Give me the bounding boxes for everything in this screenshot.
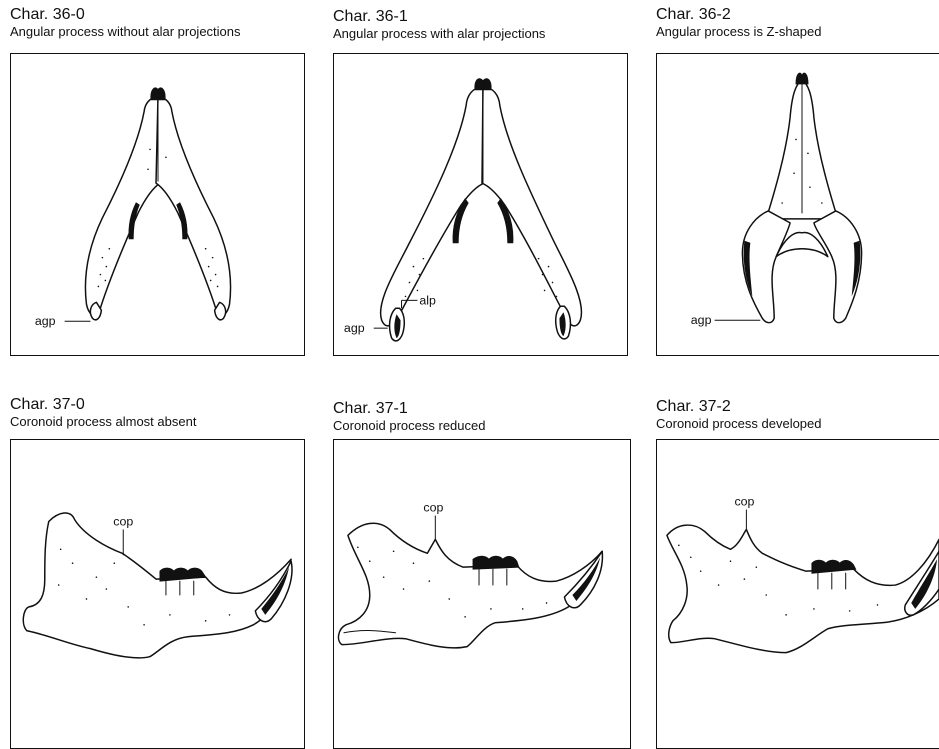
- cop-label: cop: [734, 495, 754, 509]
- mandible-drawing: [381, 79, 582, 341]
- panel-caption: Angular process with alar projections: [333, 26, 545, 41]
- mandible-drawing: [667, 525, 939, 653]
- illustration-frame: alp agp: [333, 53, 628, 356]
- panel-title: Char. 36-2: [656, 6, 731, 24]
- panel-char-37-0: Char. 37-0 Coronoid process almost absen…: [10, 396, 305, 738]
- illustration-frame: cop: [333, 439, 631, 749]
- agp-label: agp: [691, 313, 712, 327]
- panel-caption: Angular process without alar projections: [10, 24, 241, 39]
- mandible-lateral-illustration: cop: [11, 440, 304, 748]
- mandible-lateral-illustration: cop: [657, 440, 939, 748]
- agp-label: agp: [35, 314, 56, 328]
- mandible-drawing: [742, 73, 861, 323]
- illustration-frame: agp: [656, 53, 939, 356]
- panel-title: Char. 37-0: [10, 396, 85, 414]
- mandible-drawing: [338, 523, 602, 648]
- panel-caption: Coronoid process reduced: [333, 418, 485, 433]
- cop-label: cop: [423, 501, 443, 515]
- panel-char-36-0: Char. 36-0 Angular process without alar …: [10, 6, 305, 356]
- panel-char-37-1: Char. 37-1 Coronoid process reduced cop: [333, 400, 633, 738]
- mandible-lateral-illustration: cop: [334, 440, 630, 748]
- panel-caption: Coronoid process almost absent: [10, 414, 196, 429]
- mandible-drawing: [85, 88, 230, 320]
- illustration-frame: agp: [10, 53, 305, 356]
- mandible-ventral-illustration: agp: [11, 54, 304, 355]
- agp-label: agp: [344, 321, 365, 335]
- illustration-frame: cop: [656, 439, 939, 749]
- panel-char-36-2: Char. 36-2 Angular process is Z-shaped: [656, 6, 939, 356]
- illustration-frame: cop: [10, 439, 305, 749]
- panel-title: Char. 37-1: [333, 400, 408, 418]
- panel-caption: Angular process is Z-shaped: [656, 24, 821, 39]
- panel-char-37-2: Char. 37-2 Coronoid process developed co…: [656, 398, 939, 738]
- panel-title: Char. 37-2: [656, 398, 731, 416]
- panel-caption: Coronoid process developed: [656, 416, 822, 431]
- mandible-drawing: [23, 513, 292, 658]
- mandible-ventral-illustration: agp: [657, 54, 939, 355]
- panel-char-36-1: Char. 36-1 Angular process with alar pro…: [333, 8, 628, 356]
- cop-label: cop: [113, 514, 133, 528]
- panel-title: Char. 36-1: [333, 8, 408, 26]
- mandible-ventral-illustration: alp agp: [334, 54, 627, 355]
- panel-title: Char. 36-0: [10, 6, 85, 24]
- alp-label: alp: [419, 293, 436, 307]
